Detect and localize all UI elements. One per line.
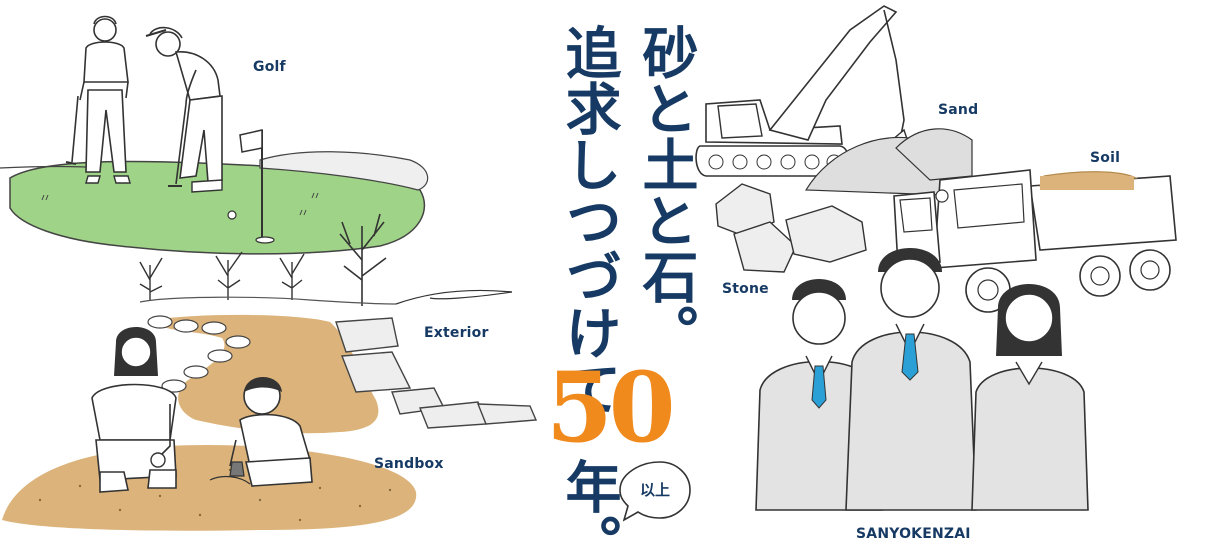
garden-trees-illustration xyxy=(139,213,513,306)
staff-center-illustration xyxy=(845,248,977,511)
label-exterior: Exterior xyxy=(424,325,489,341)
label-stone: Stone xyxy=(722,281,769,297)
company-name: SANYOKENZAI xyxy=(856,526,971,542)
label-soil: Soil xyxy=(1090,150,1121,166)
dump-truck-illustration xyxy=(893,169,1177,313)
headline-line-2: 追求しつづけて xyxy=(556,24,621,416)
speech-bubble-shape xyxy=(619,461,691,522)
boy-illustration xyxy=(209,377,313,487)
garden-path-illustration xyxy=(147,291,538,434)
label-sandbox: Sandbox xyxy=(374,456,444,472)
golfer-standing-illustration xyxy=(65,15,131,184)
sandbox-illustration xyxy=(2,444,417,531)
girl-illustration xyxy=(91,327,177,493)
sand-pile-illustration xyxy=(804,128,973,197)
years-suffix: 年。 xyxy=(556,458,621,550)
excavator-illustration xyxy=(695,5,915,177)
headline-line-1: 砂と土と石。 xyxy=(633,24,698,360)
golfer-putting-illustration xyxy=(145,26,223,193)
speech-bubble-text: 以上 xyxy=(639,480,670,499)
label-golf: Golf xyxy=(253,59,286,75)
stones-illustration xyxy=(715,183,867,273)
golf-green-illustration xyxy=(0,129,429,255)
staff-right-illustration xyxy=(971,284,1089,511)
years-number: 50 xyxy=(546,351,676,464)
label-sand: Sand xyxy=(938,102,979,118)
